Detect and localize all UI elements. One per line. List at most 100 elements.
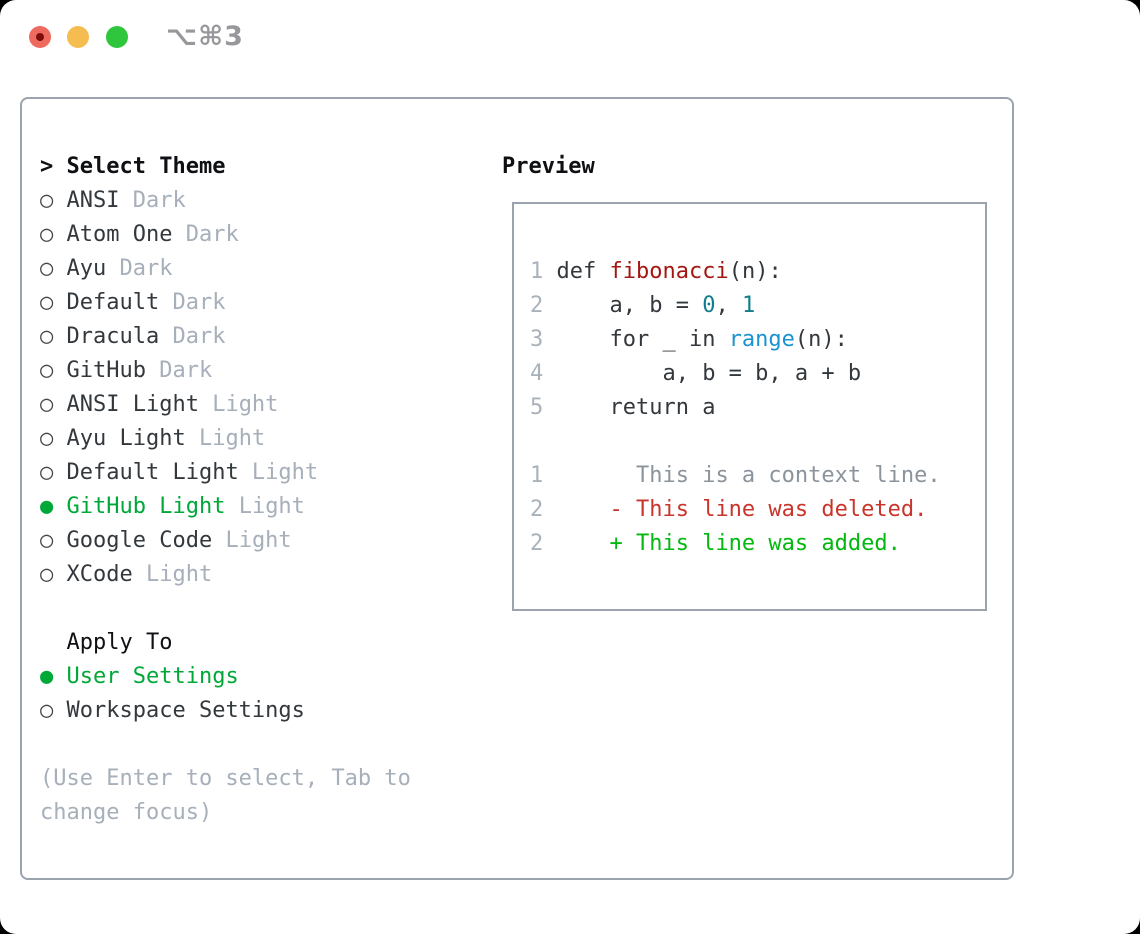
spacer [40, 592, 411, 626]
select-theme-label: Select Theme [66, 154, 226, 179]
radio-unselected-icon: ○ [40, 528, 67, 553]
radio-unselected-icon: ○ [40, 188, 67, 213]
line-number: 4 [530, 361, 544, 386]
diff-line-1: 1 This is a context line. [530, 459, 941, 493]
code-token: (n): [728, 259, 782, 284]
radio-unselected-icon: ○ [40, 256, 67, 281]
close-button-dot-icon [36, 33, 44, 41]
close-button[interactable] [29, 26, 51, 48]
minimize-button[interactable] [67, 26, 89, 48]
radio-unselected-icon: ○ [40, 426, 67, 451]
radio-unselected-icon: ○ [40, 460, 67, 485]
hint-text: change focus) [40, 800, 213, 825]
hint-line-1: (Use Enter to select, Tab to [40, 762, 411, 796]
theme-variant: Dark [159, 324, 226, 349]
code-token: 0 [702, 293, 716, 318]
cursor-icon: > [40, 154, 67, 179]
code-line-4: 4 a, b = b, a + b [530, 357, 941, 391]
titlebar: ⌥⌘3 [0, 0, 1140, 75]
radio-unselected-icon: ○ [40, 698, 67, 723]
hint-text: (Use Enter to select, Tab to [40, 766, 411, 791]
radio-unselected-icon: ○ [40, 392, 67, 417]
theme-name: ANSI [66, 188, 120, 213]
code-token: return a [556, 395, 716, 420]
code-token: fibonacci [609, 259, 729, 284]
radio-selected-icon: ● [40, 664, 67, 689]
theme-option-default-light[interactable]: ○ Default Light Light [40, 456, 411, 490]
theme-name: XCode [66, 562, 133, 587]
apply-option-label: Workspace Settings [66, 698, 305, 723]
code-token: for _ in [556, 327, 729, 352]
code-line-5: 5 return a [530, 391, 941, 425]
theme-option-github-light[interactable]: ● GitHub Light Light [40, 490, 411, 524]
theme-name: Default Light [66, 460, 239, 485]
theme-picker-panel: > Select Theme○ ANSI Dark○ Atom One Dark… [20, 97, 1014, 880]
theme-variant: Dark [159, 290, 226, 315]
line-number: 2 [530, 531, 544, 556]
code-token: This is a context line. [556, 463, 941, 488]
apply-option-workspace-settings[interactable]: ○ Workspace Settings [40, 694, 411, 728]
theme-option-dracula[interactable]: ○ Dracula Dark [40, 320, 411, 354]
line-number: 1 [530, 259, 544, 284]
theme-name: Ayu [66, 256, 107, 281]
theme-name: Default [66, 290, 160, 315]
theme-name: GitHub [66, 358, 146, 383]
theme-name: GitHub Light [66, 494, 226, 519]
theme-option-ansi[interactable]: ○ ANSI Dark [40, 184, 411, 218]
radio-unselected-icon: ○ [40, 324, 67, 349]
window-shortcut-title: ⌥⌘3 [166, 21, 244, 52]
theme-name: Ayu Light [66, 426, 186, 451]
theme-option-ansi-light[interactable]: ○ ANSI Light Light [40, 388, 411, 422]
theme-variant: Light [212, 528, 292, 553]
theme-name: Google Code [66, 528, 213, 553]
code-line-1: 1 def fibonacci(n): [530, 255, 941, 289]
select-theme-header: > Select Theme [40, 150, 411, 184]
diff-line-3: 2 + This line was added. [530, 527, 941, 561]
theme-name: ANSI Light [66, 392, 199, 417]
theme-variant: Dark [145, 358, 213, 383]
code-token: a, b = b, a + b [556, 361, 862, 386]
theme-variant: Dark [172, 222, 239, 247]
theme-option-ayu[interactable]: ○ Ayu Dark [40, 252, 411, 286]
code-token: + This line was added. [556, 531, 901, 556]
line-number: 5 [530, 395, 544, 420]
radio-unselected-icon: ○ [40, 222, 67, 247]
theme-option-xcode[interactable]: ○ XCode Light [40, 558, 411, 592]
theme-option-google-code[interactable]: ○ Google Code Light [40, 524, 411, 558]
theme-variant: Light [198, 392, 279, 417]
code-token: - This line was deleted. [556, 497, 928, 522]
code-token: a, b = [556, 293, 703, 318]
code-token: 1 [741, 293, 756, 318]
theme-variant: Light [238, 460, 319, 485]
theme-variant: Dark [119, 188, 186, 213]
spacer [530, 425, 941, 459]
radio-unselected-icon: ○ [40, 290, 67, 315]
theme-variant: Light [132, 562, 213, 587]
line-number: 1 [530, 463, 544, 488]
apply-option-label: User Settings [66, 664, 239, 689]
code-token: (n): [794, 327, 848, 352]
radio-unselected-icon: ○ [40, 358, 67, 383]
theme-variant: Light [225, 494, 305, 519]
line-number: 2 [530, 293, 544, 318]
code-line-2: 2 a, b = 0, 1 [530, 289, 941, 323]
code-token: range [728, 327, 795, 352]
preview-title: Preview [502, 154, 595, 179]
apply-option-user-settings[interactable]: ● User Settings [40, 660, 411, 694]
apply-to-header: Apply To [40, 626, 411, 660]
code-token: , [715, 293, 742, 318]
apply-to-label: Apply To [40, 630, 173, 655]
theme-name: Atom One [66, 222, 173, 247]
line-number: 3 [530, 327, 544, 352]
theme-option-ayu-light[interactable]: ○ Ayu Light Light [40, 422, 411, 456]
theme-variant: Light [185, 426, 266, 451]
maximize-button[interactable] [106, 26, 128, 48]
diff-line-2: 2 - This line was deleted. [530, 493, 941, 527]
theme-list: > Select Theme○ ANSI Dark○ Atom One Dark… [40, 150, 411, 830]
theme-option-atom-one[interactable]: ○ Atom One Dark [40, 218, 411, 252]
theme-option-github[interactable]: ○ GitHub Dark [40, 354, 411, 388]
code-token: def [556, 259, 610, 284]
theme-option-default[interactable]: ○ Default Dark [40, 286, 411, 320]
